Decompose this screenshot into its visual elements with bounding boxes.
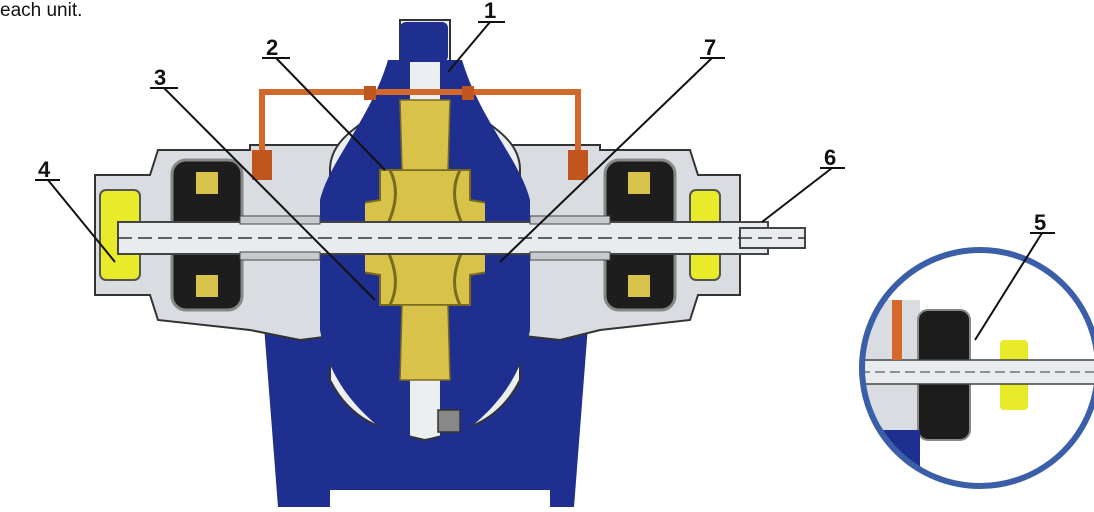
callout-6: 6 xyxy=(824,145,836,170)
impeller-lower-hub xyxy=(399,304,451,381)
callout-2: 2 xyxy=(266,35,278,60)
impeller-vanes xyxy=(383,169,467,306)
drain-plug xyxy=(437,409,461,433)
bearing-insert-right-top xyxy=(628,172,650,194)
bearing-insert-left-top xyxy=(196,172,218,194)
pipe-union-right xyxy=(462,86,474,100)
pipe-union-left xyxy=(364,86,376,100)
caption-text: each unit. xyxy=(0,0,83,21)
callout-4: 4 xyxy=(38,157,51,182)
pipe-fitting-right xyxy=(568,150,588,180)
discharge-nozzle xyxy=(400,22,448,62)
detail-inset-ring xyxy=(859,247,1094,489)
base-foot-slot xyxy=(330,490,550,507)
impeller-upper-hub xyxy=(399,99,451,171)
callout-7: 7 xyxy=(704,35,716,60)
callout-5: 5 xyxy=(1034,210,1046,235)
balancing-pipe xyxy=(259,89,581,170)
bearing-insert-left-bottom xyxy=(196,275,218,297)
callout-3: 3 xyxy=(154,65,166,90)
pipe-fitting-left xyxy=(252,150,272,180)
detail-inset xyxy=(862,250,1094,486)
callout-leaders xyxy=(35,21,1055,341)
shaft-sleeves xyxy=(239,215,611,261)
bearing-insert-right-bottom xyxy=(628,275,650,297)
callout-1: 1 xyxy=(484,0,496,23)
